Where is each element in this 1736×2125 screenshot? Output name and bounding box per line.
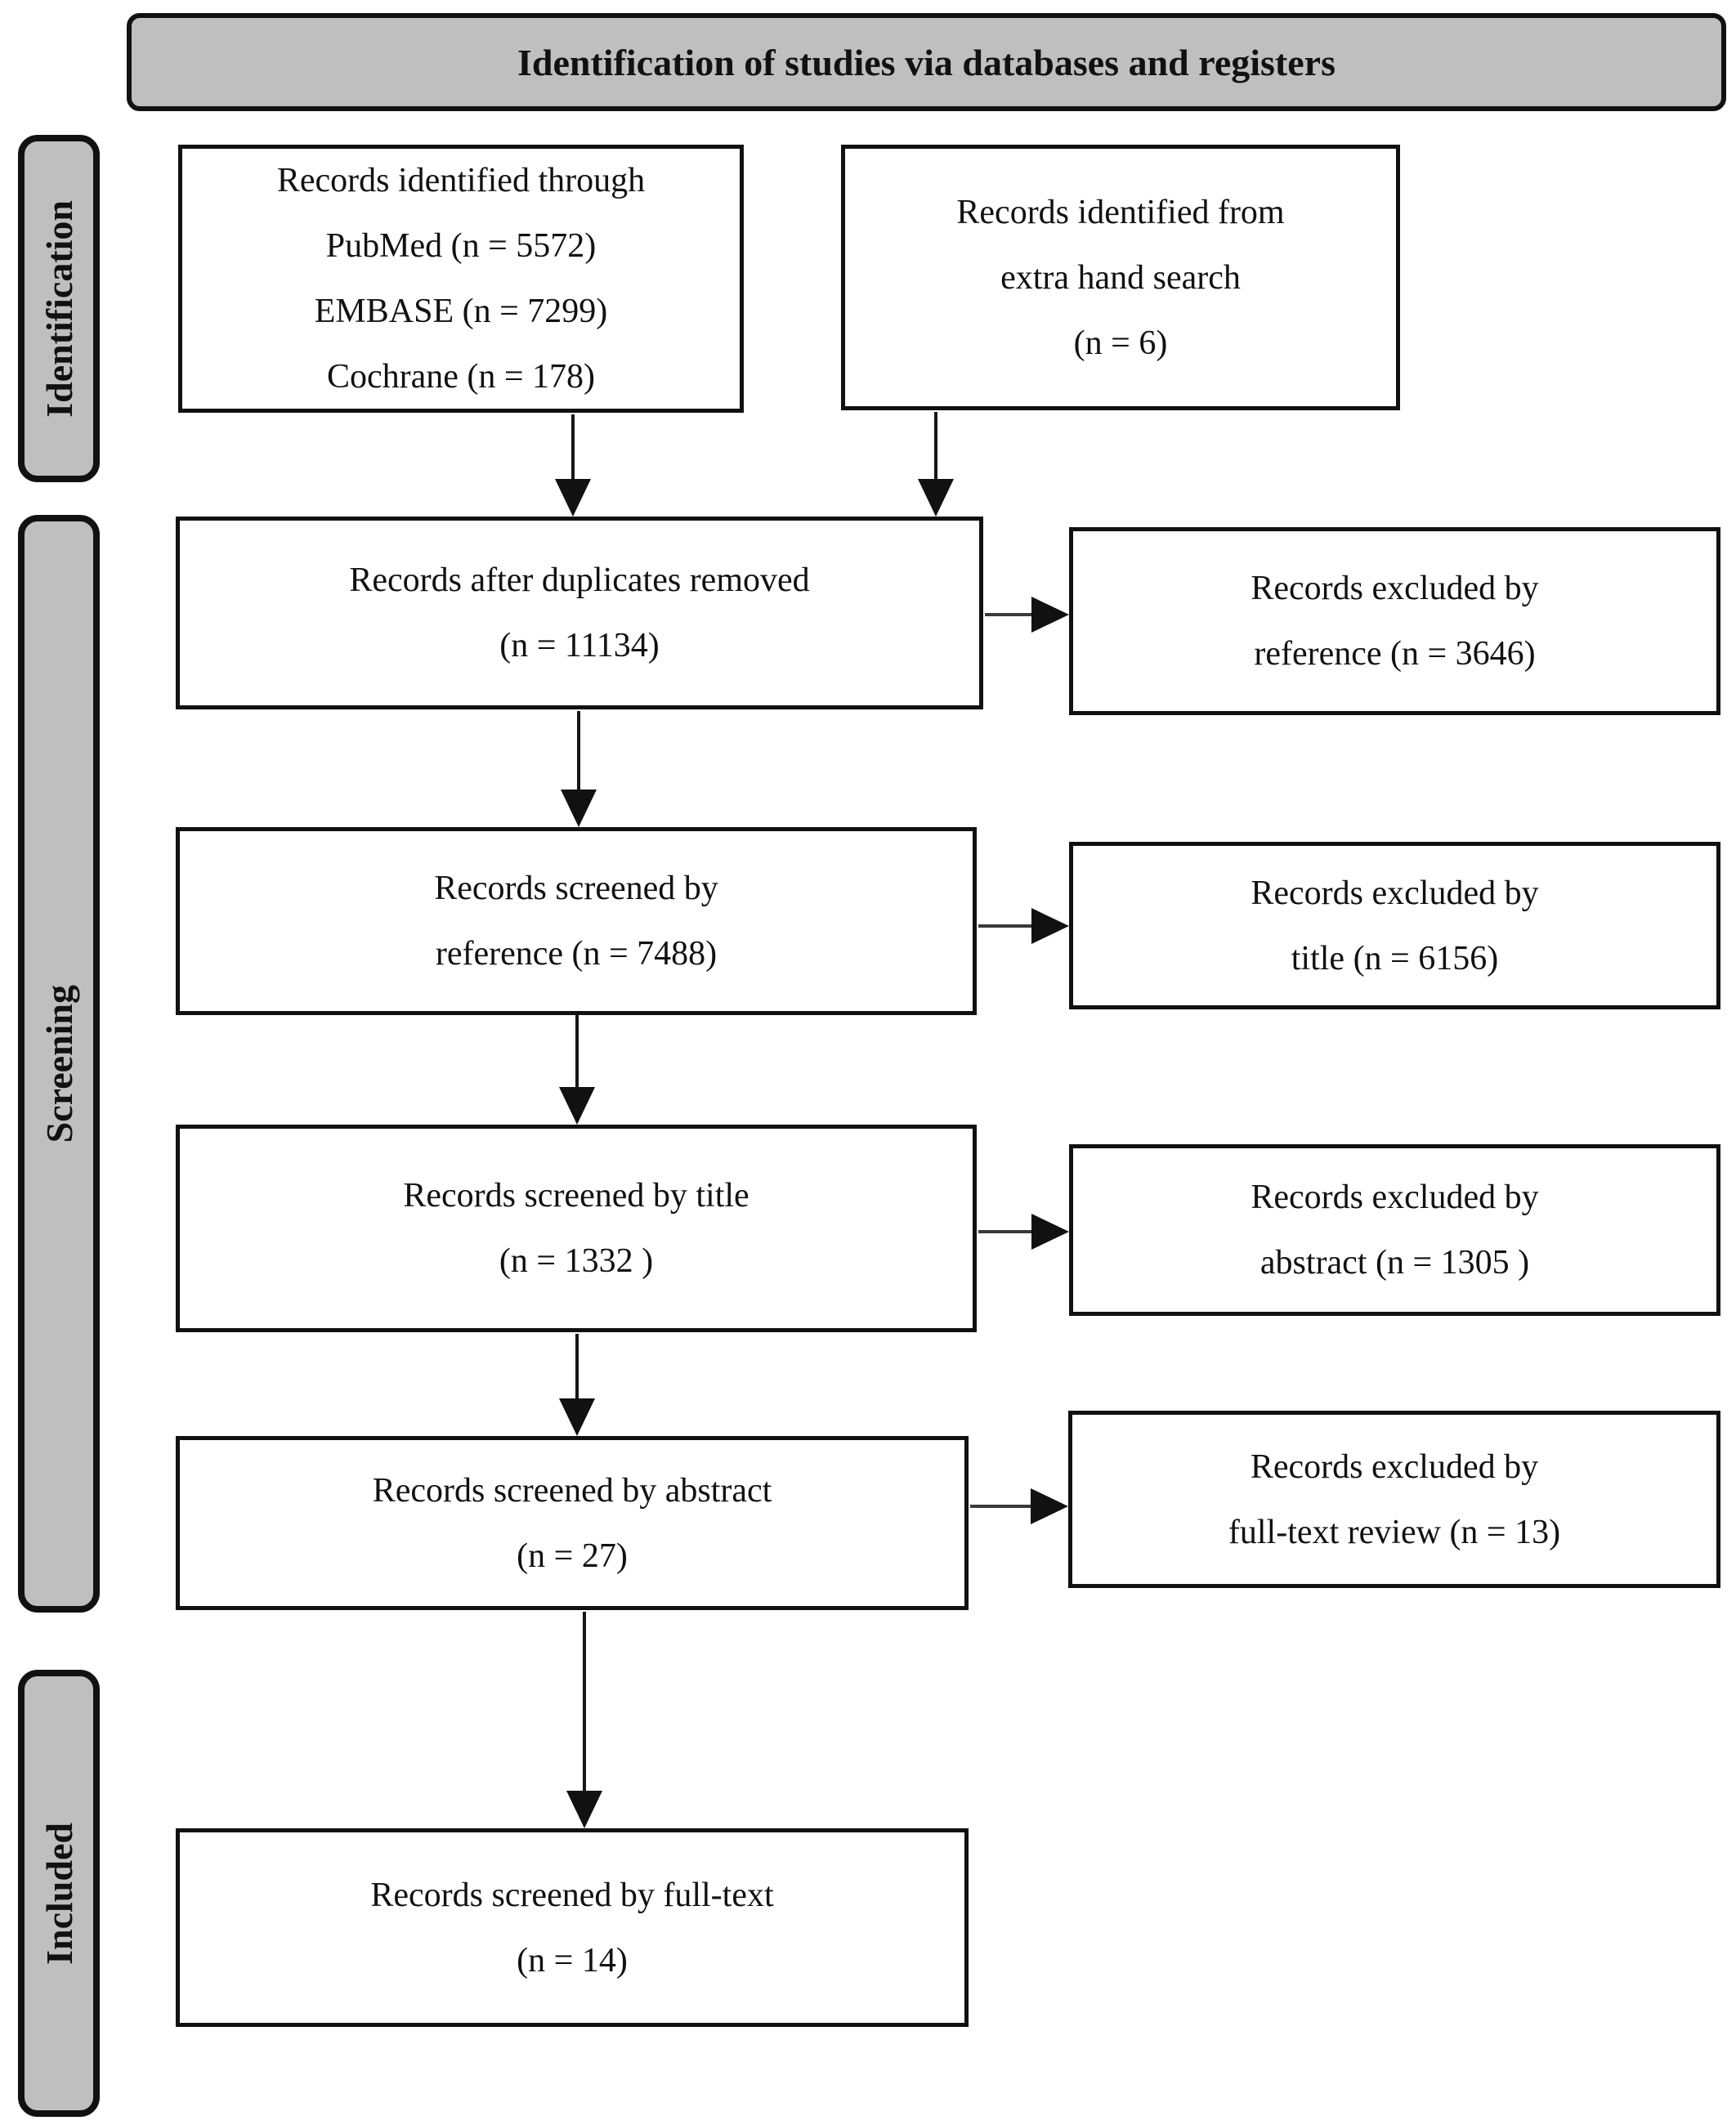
arrow-screened-title-to-excluded-abstract [978, 1214, 1069, 1250]
arrow-shaft [577, 711, 580, 793]
arrow-shaft [970, 1505, 1034, 1508]
stage-label-identification: Identification [38, 199, 80, 418]
node-line: Records excluded by [1251, 1179, 1539, 1216]
node-line: title (n = 6156) [1291, 939, 1499, 978]
node-line: Cochrane (n = 178) [326, 358, 596, 396]
arrow-duplicates-to-excluded-reference [985, 597, 1069, 633]
node-line: Records identified from [956, 193, 1285, 231]
arrow-shaft [978, 1230, 1035, 1233]
arrow-shaft [978, 924, 1035, 928]
node-line: Records screened by title [403, 1177, 749, 1215]
node-line: Records excluded by [1251, 874, 1539, 912]
arrow-shaft [583, 1612, 586, 1794]
arrow-screened-abstract-to-excluded-fulltext-review [970, 1488, 1068, 1524]
node-screened-by-reference: Records screened by reference (n = 7488) [176, 827, 977, 1015]
arrowhead-right-icon [1031, 597, 1069, 633]
stage-band-screening: Screening [18, 515, 100, 1613]
node-excluded-by-reference: Records excluded by reference (n = 3646) [1069, 527, 1720, 715]
node-line: (n = 6) [1073, 324, 1168, 362]
stage-label-included: Included [38, 1822, 80, 1965]
arrow-shaft [571, 414, 575, 482]
node-excluded-by-abstract: Records excluded by abstract (n = 1305 ) [1069, 1144, 1720, 1316]
arrowhead-right-icon [1031, 1214, 1069, 1250]
arrow-screened-reference-to-excluded-title [978, 908, 1069, 944]
node-line: (n = 1332 ) [499, 1242, 654, 1280]
arrow-screened-reference-to-screened-title [559, 1015, 595, 1125]
stage-label-screening: Screening [38, 984, 80, 1143]
node-screened-by-title: Records screened by title (n = 1332 ) [176, 1125, 977, 1332]
node-screened-by-fulltext: Records screened by full-text (n = 14) [176, 1828, 969, 2027]
stage-band-identification: Identification [18, 135, 100, 482]
node-line: Records excluded by [1250, 1447, 1539, 1486]
node-line: EMBASE (n = 7299) [314, 293, 608, 330]
node-line: Records excluded by [1251, 570, 1539, 607]
arrow-shaft [575, 1334, 579, 1402]
arrowhead-down-icon [561, 790, 597, 827]
node-identified-databases: Records identified through PubMed (n = 5… [178, 145, 744, 413]
node-line: reference (n = 3646) [1254, 635, 1536, 673]
node-duplicates-removed: Records after duplicates removed (n = 11… [176, 517, 983, 709]
node-line: Records after duplicates removed [349, 561, 810, 599]
arrowhead-down-icon [918, 479, 954, 517]
arrow-hand-search-to-duplicates [918, 412, 954, 517]
node-line: (n = 11134) [499, 627, 660, 664]
node-line: Records screened by full-text [370, 1876, 774, 1914]
arrow-shaft [985, 613, 1035, 616]
node-line: extra hand search [1000, 258, 1241, 297]
arrow-shaft [575, 1015, 579, 1090]
node-excluded-by-fulltext-review: Records excluded by full-text review (n … [1068, 1411, 1720, 1588]
arrow-shaft [934, 412, 937, 482]
node-line: (n = 27) [517, 1537, 628, 1575]
banner-title: Identification of studies via databases … [127, 13, 1726, 111]
arrow-duplicates-to-screened-reference [561, 711, 597, 827]
arrow-screened-abstract-to-screened-fulltext [566, 1612, 602, 1828]
arrowhead-down-icon [559, 1398, 595, 1436]
arrowhead-right-icon [1031, 1488, 1068, 1524]
arrow-databases-to-duplicates [555, 414, 591, 517]
node-line: PubMed (n = 5572) [325, 227, 597, 265]
arrowhead-down-icon [555, 479, 591, 517]
banner-title-text: Identification of studies via databases … [517, 41, 1336, 83]
node-screened-by-abstract: Records screened by abstract (n = 27) [176, 1436, 969, 1610]
node-line: Records screened by [434, 870, 718, 907]
node-line: abstract (n = 1305 ) [1259, 1244, 1530, 1282]
node-identified-hand-search: Records identified from extra hand searc… [841, 145, 1400, 410]
node-line: full-text review (n = 13) [1228, 1513, 1561, 1551]
node-line: Records screened by abstract [372, 1471, 772, 1510]
arrowhead-down-icon [566, 1791, 602, 1828]
arrowhead-down-icon [559, 1087, 595, 1125]
node-line: Records identified through [276, 162, 646, 199]
arrowhead-right-icon [1031, 908, 1069, 944]
node-line: reference (n = 7488) [435, 935, 718, 973]
stage-band-included: Included [18, 1670, 100, 2117]
node-line: (n = 14) [517, 1941, 628, 1980]
node-excluded-by-title: Records excluded by title (n = 6156) [1069, 842, 1720, 1009]
arrow-screened-title-to-screened-abstract [559, 1334, 595, 1436]
